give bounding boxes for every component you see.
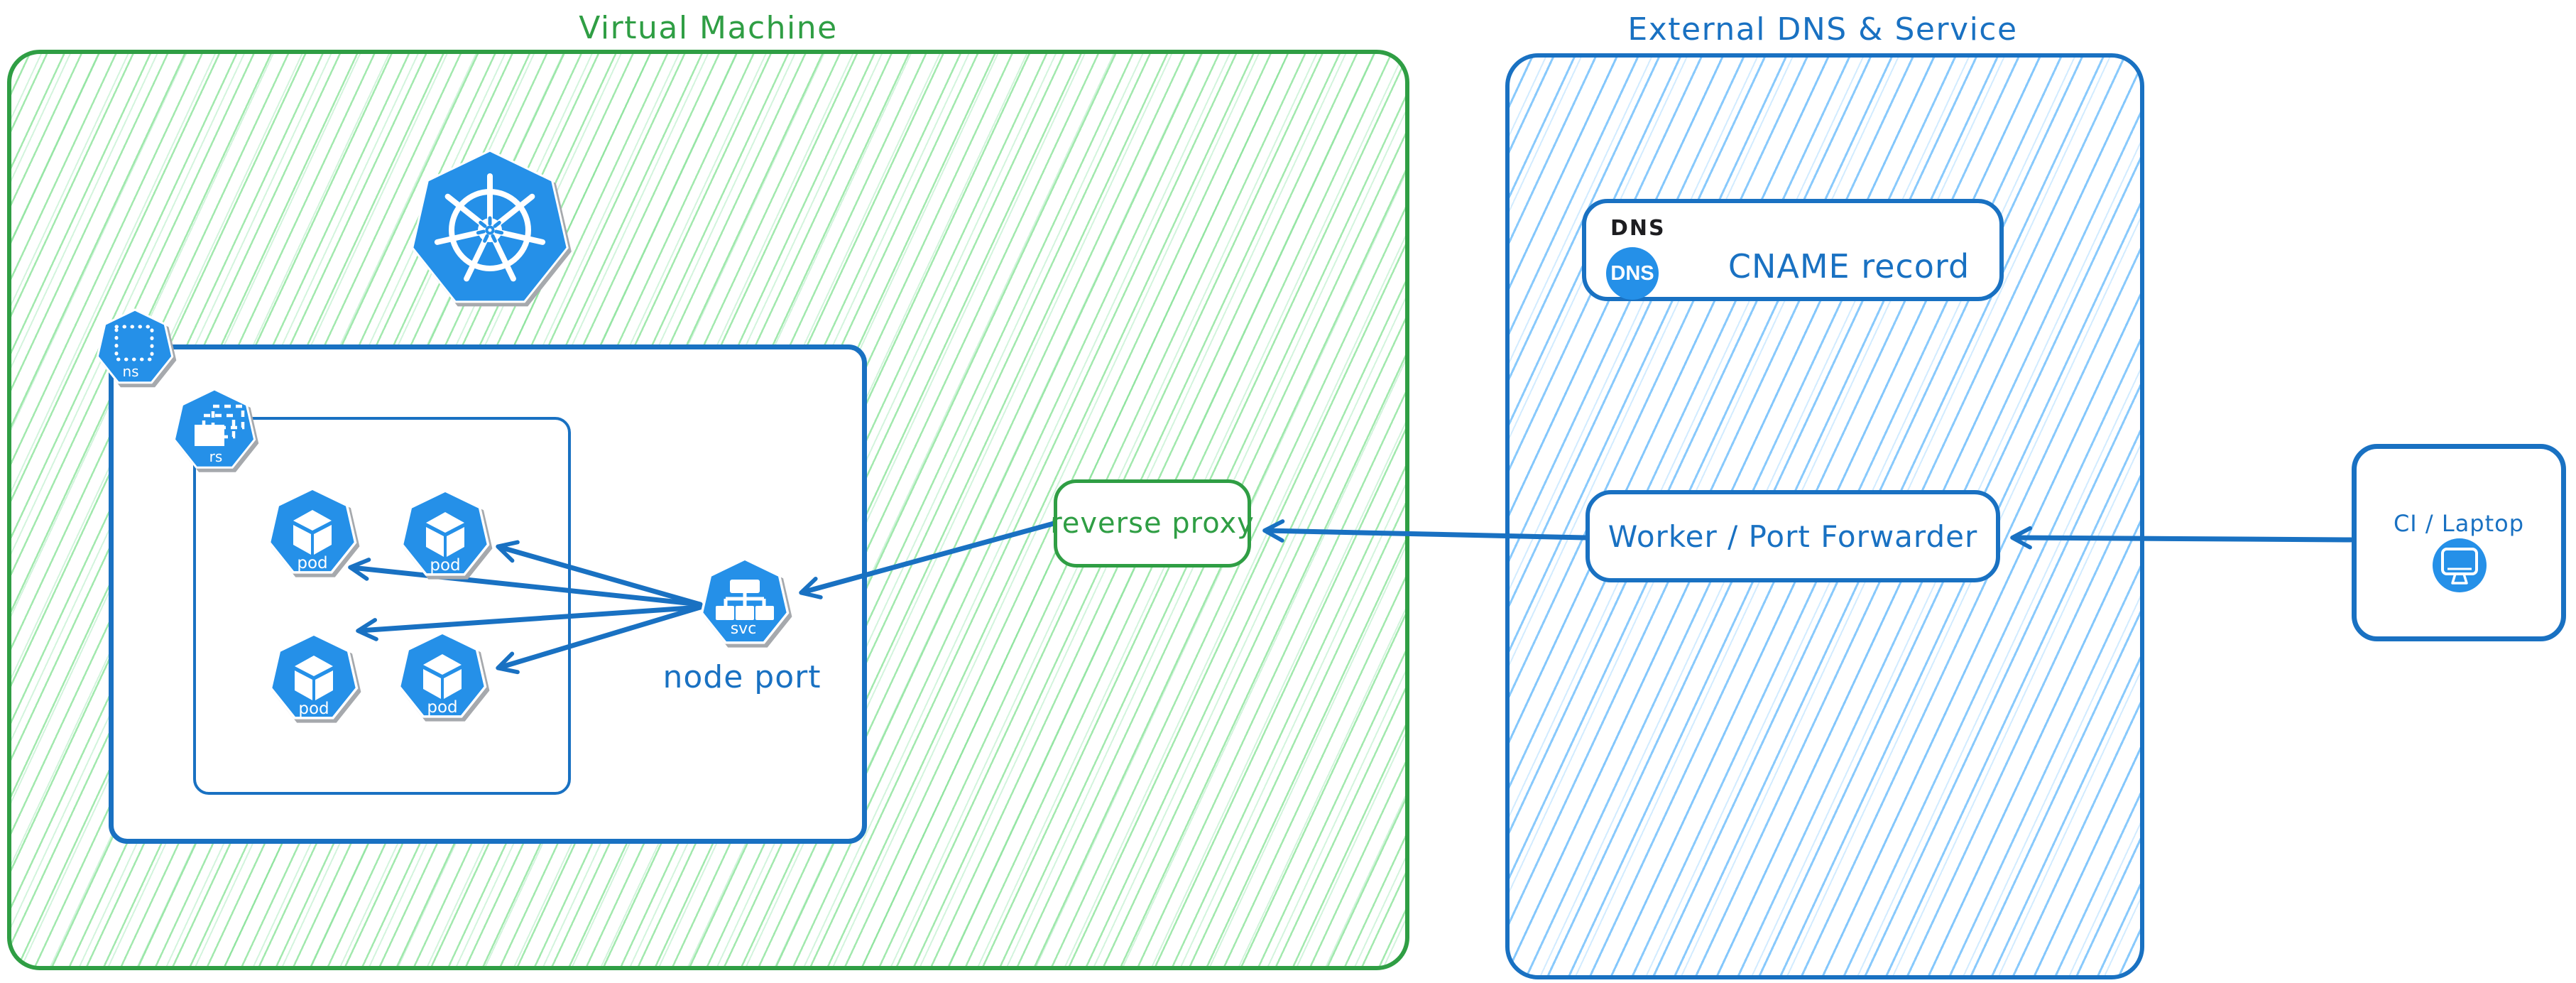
wheel-hub [476,216,504,243]
virtual-machine-title[interactable]: Virtual Machine [579,10,838,46]
ns-dotted-square [114,325,154,362]
ns-label: ns [122,363,138,380]
reverse-proxy-box[interactable]: reverse proxy [1050,479,1254,567]
pod-label: pod [427,698,457,717]
rs-solid-rect [195,425,224,446]
namespace-icon[interactable]: ns [92,305,178,391]
monitor-stand [2451,572,2468,585]
node-port-label[interactable]: node port [662,659,822,695]
pod-icon-4[interactable]: pod [394,629,491,725]
service-leaf-rects [716,606,774,620]
cube-icon [423,654,462,699]
kubernetes-logo-icon[interactable] [405,145,575,315]
computer-icon [2433,538,2487,592]
worker-label: Worker / Port Forwarder [1608,518,1978,554]
external-dns-service-title[interactable]: External DNS & Service [1627,11,2018,48]
cube-icon [293,510,332,555]
ci-laptop-box[interactable]: CI / Laptop [2352,444,2566,641]
dns-icon-label: DNS [1610,261,1654,285]
rs-label: rs [209,448,223,465]
pod-icon-2[interactable]: pod [397,487,493,583]
service-root-rect [730,580,760,593]
cube-icon [426,512,464,557]
pod-label: pod [430,556,460,575]
dns-tag-label: DNS [1610,216,1666,241]
svc-label: svc [731,620,757,638]
reverse-proxy-label: reverse proxy [1050,507,1255,540]
cube-icon [295,656,333,700]
monitor-screen [2441,548,2478,575]
cname-record-label: CNAME record [1728,247,1970,286]
service-icon[interactable]: svc [697,555,793,651]
pod-icon-3[interactable]: pod [266,630,362,727]
service-tree [724,593,766,606]
helm-wheel [434,173,546,282]
ci-laptop-label: CI / Laptop [2393,510,2525,537]
dns-record-box[interactable]: DNS DNS CNAME record [1582,199,2004,301]
replicaset-icon[interactable]: rs [168,384,261,477]
pod-label: pod [298,700,329,718]
pod-icon-1[interactable]: pod [264,484,361,581]
dns-icon: DNS [1606,247,1659,300]
pod-label: pod [297,554,327,572]
worker-port-forwarder-box[interactable]: Worker / Port Forwarder [1586,490,2000,582]
